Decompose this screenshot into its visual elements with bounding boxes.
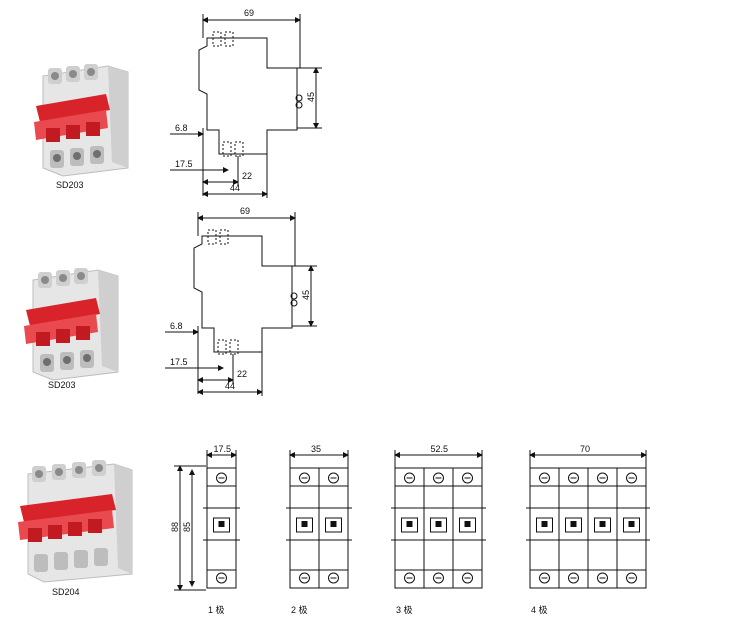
product-label: SD204 <box>52 587 80 597</box>
pole-count-label: 2 极 <box>291 604 308 615</box>
side-view-1 <box>198 31 303 157</box>
pole-width-label: 35 <box>311 444 321 454</box>
front-height-b-label: 85 <box>182 522 192 532</box>
dim-height-label: 45 <box>306 92 316 102</box>
dim-depth-label: 44 <box>230 183 240 193</box>
product-label: SD203 <box>48 380 76 390</box>
dim-width-label: 69 <box>240 206 250 216</box>
pole-width-label: 70 <box>580 444 590 454</box>
side-view-2 <box>193 229 298 355</box>
dim-width-label: 69 <box>244 8 254 18</box>
dim-height-label: 45 <box>301 290 311 300</box>
product-image-sd204 <box>14 456 139 584</box>
dim-offset-a-label: 6.8 <box>175 123 188 133</box>
front-height-a-label: 88 <box>170 522 180 532</box>
pole-width-label: 52.5 <box>431 444 449 454</box>
dim-offset-c-label: 22 <box>242 171 252 181</box>
product-image-sd203-2 <box>18 262 128 382</box>
pole-count-label: 3 极 <box>396 604 413 615</box>
product-image-sd203-1 <box>28 58 138 178</box>
pole-width-label: 17.5 <box>214 444 232 454</box>
dim-offset-c-label: 22 <box>237 369 247 379</box>
dim-offset-a-label: 6.8 <box>170 321 183 331</box>
pole-count-label: 1 极 <box>208 604 225 615</box>
dim-offset-b-label: 17.5 <box>170 357 188 367</box>
dim-depth-label: 44 <box>225 381 235 391</box>
dim-offset-b-label: 17.5 <box>175 159 193 169</box>
pole-count-label: 4 极 <box>531 604 548 615</box>
product-label: SD203 <box>56 180 84 190</box>
